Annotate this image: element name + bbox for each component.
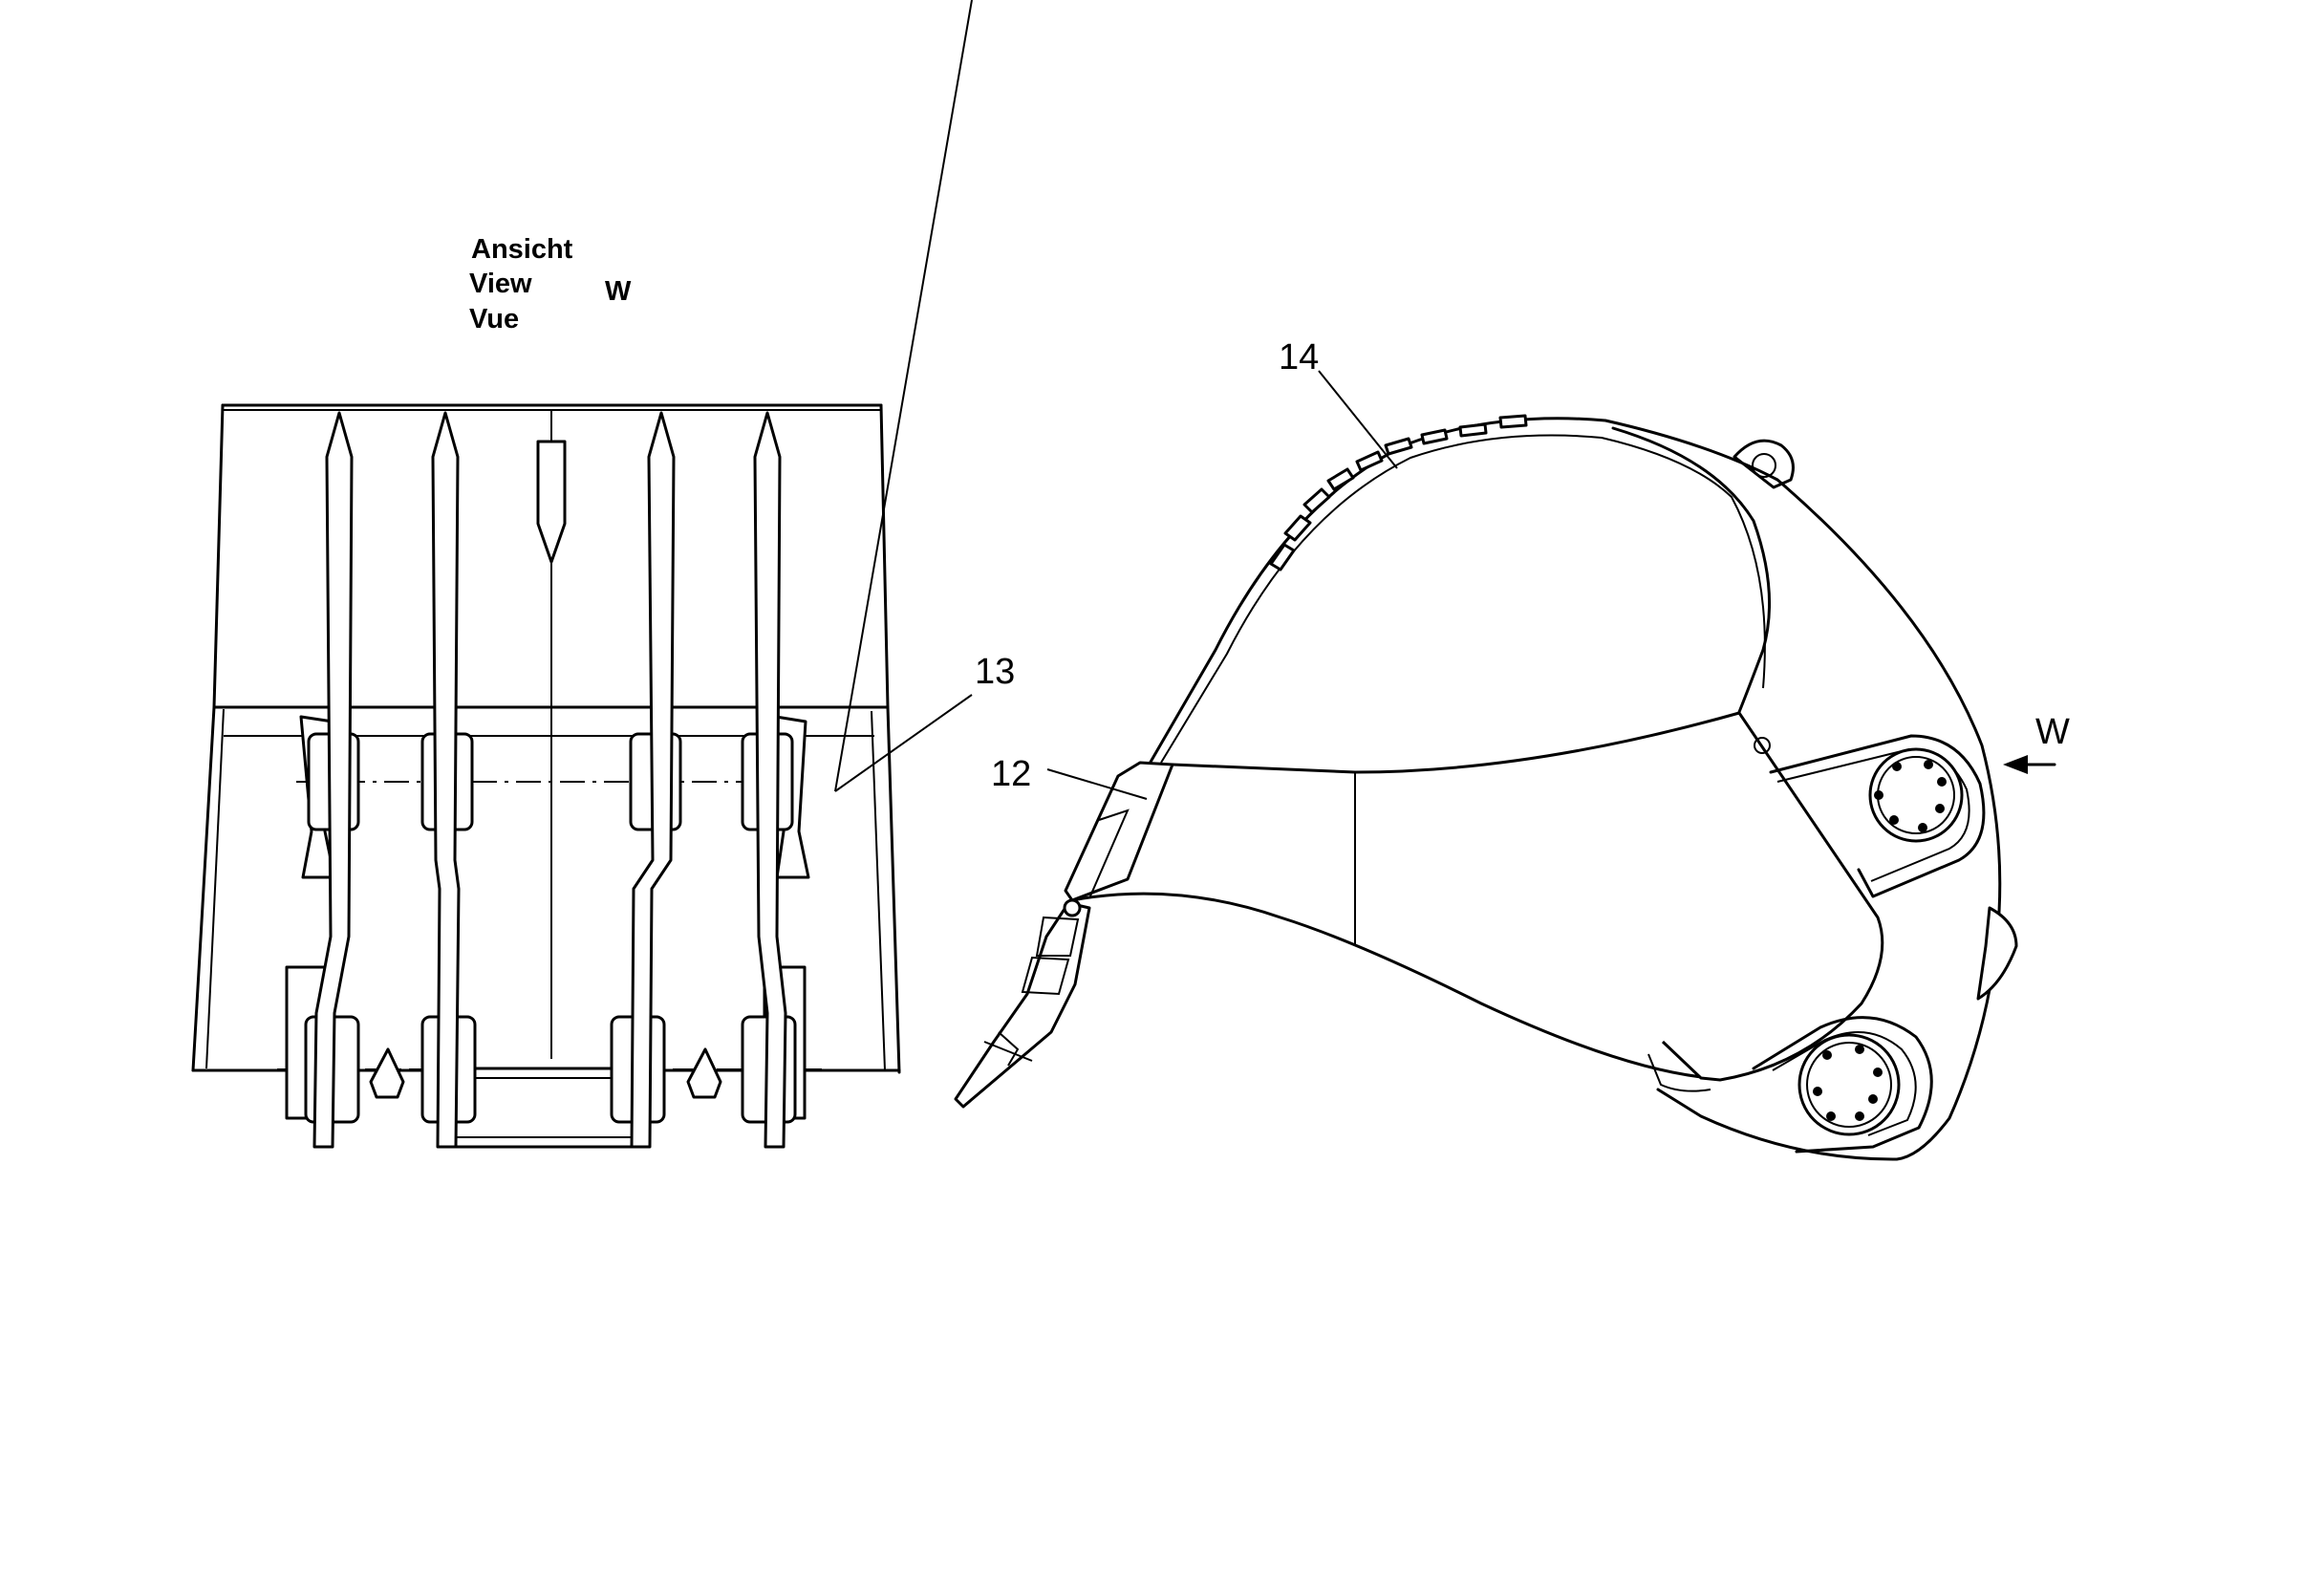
lower-boss — [1797, 1033, 1901, 1136]
caption-line-french: Vue — [469, 304, 519, 334]
bucket-shell — [1148, 417, 2002, 1161]
arrow-head-icon — [2003, 755, 2028, 774]
upper-boss — [1868, 747, 1964, 843]
rear-hook — [1976, 906, 2018, 1001]
leader-12 — [1046, 768, 1148, 800]
caption-view-letter: W — [605, 276, 632, 307]
ripper-shank-4 — [753, 411, 787, 1149]
bucket-side-view — [954, 414, 2018, 1161]
wear-plates — [1269, 414, 1528, 572]
cheek-plate — [1661, 712, 1884, 1082]
leader-13 — [834, 0, 973, 792]
bucket-front-view — [191, 403, 901, 1149]
leader-14 — [1318, 370, 1398, 469]
ripper-shank-3 — [630, 411, 676, 1149]
caption-line-german: Ansicht — [471, 234, 573, 265]
view-caption: Ansicht View Vue W — [469, 234, 632, 334]
small-tooth-right — [686, 1047, 722, 1099]
callout-12: 12 — [991, 754, 1031, 794]
callout-14: 14 — [1279, 337, 1319, 377]
tooth-point — [954, 901, 1091, 1109]
ripper-shank-2 — [431, 411, 461, 1149]
view-arrow-label: W — [2035, 712, 2070, 752]
view-direction-arrow — [2003, 755, 2056, 774]
callout-13: 13 — [975, 652, 1015, 692]
small-tooth-left — [369, 1047, 405, 1099]
center-tooth — [536, 440, 567, 564]
lifting-eye — [1733, 439, 1795, 489]
ripper-shank-1 — [312, 411, 354, 1149]
caption-line-english: View — [469, 269, 532, 299]
